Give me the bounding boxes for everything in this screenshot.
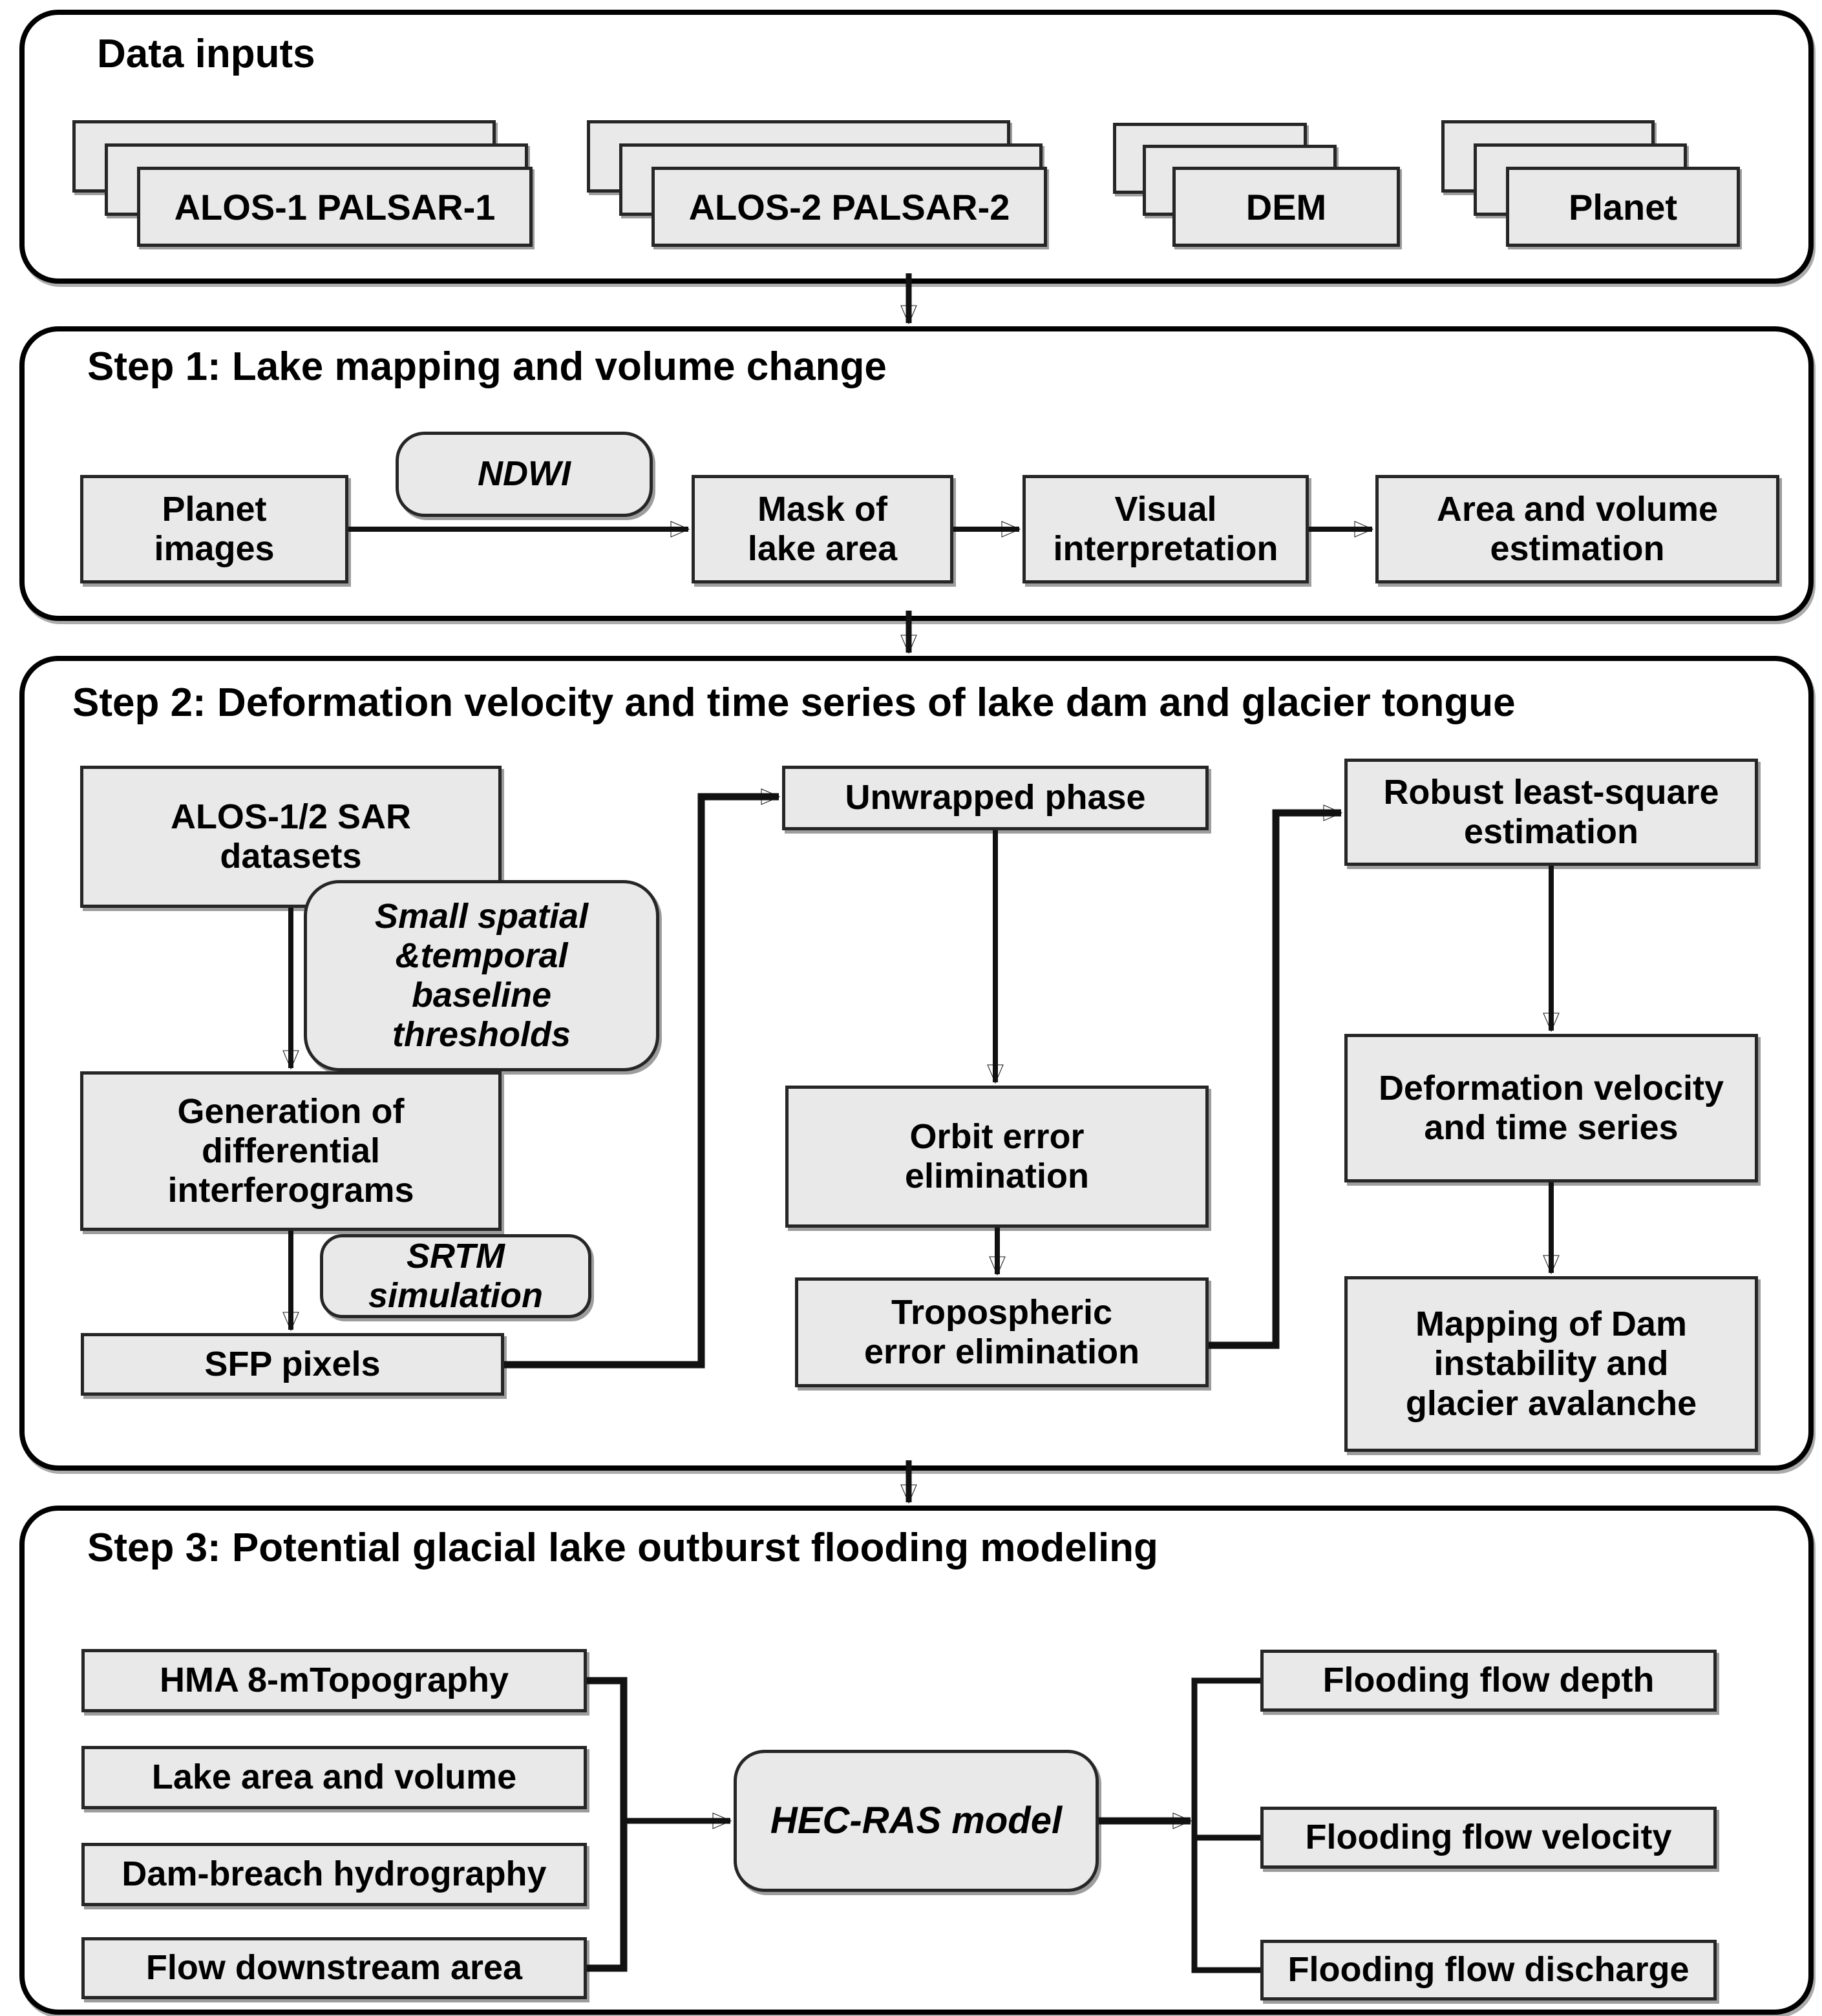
stack-card-label: ALOS-1 PALSAR-1 — [137, 167, 533, 247]
section-title-data-inputs: Data inputs — [97, 32, 315, 76]
node-area-and-volume-estimation: Area and volume estimation — [1375, 475, 1779, 583]
node-flooding-flow-depth: Flooding flow depth — [1260, 1650, 1717, 1712]
node-mask-of-lake-area: Mask of lake area — [692, 475, 953, 583]
node-ndwi-annotation: NDWI — [396, 432, 653, 517]
node-flooding-flow-discharge: Flooding flow discharge — [1260, 1940, 1717, 2000]
node-unwrapped-phase: Unwrapped phase — [782, 766, 1209, 830]
node-planet-images: Planet images — [80, 475, 348, 583]
node-visual-interpretation: Visual interpretation — [1022, 475, 1309, 583]
node-sfp-pixels: SFP pixels — [81, 1333, 504, 1396]
node-tropospheric-error-elimination: Tropospheric error elimination — [795, 1277, 1209, 1387]
node-hma-topography: HMA 8-mTopography — [81, 1649, 587, 1712]
stack-card-label: ALOS-2 PALSAR-2 — [651, 167, 1047, 247]
node-differential-interferograms: Generation of differential interferogram… — [80, 1071, 502, 1231]
node-orbit-error-elimination: Orbit error elimination — [785, 1086, 1209, 1228]
section-title-step1: Step 1: Lake mapping and volume change — [87, 344, 887, 389]
node-mapping-dam-instability: Mapping of Dam instability and glacier a… — [1344, 1276, 1758, 1452]
input-stack-alos2-palsar2: ALOS-2 PALSAR-2 — [587, 120, 1047, 247]
node-flooding-flow-velocity: Flooding flow velocity — [1260, 1807, 1717, 1869]
node-baseline-thresholds-annotation: Small spatial &temporal baseline thresho… — [304, 880, 659, 1071]
node-robust-least-square-estimation: Robust least-square estimation — [1344, 759, 1758, 866]
node-flow-downstream-area: Flow downstream area — [81, 1937, 587, 1999]
node-dam-breach-hydrography: Dam-breach hydrography — [81, 1843, 587, 1906]
input-stack-alos1-palsar1: ALOS-1 PALSAR-1 — [72, 120, 533, 247]
node-hec-ras-model: HEC-RAS model — [734, 1750, 1099, 1892]
input-stack-planet: Planet — [1441, 120, 1740, 247]
stack-card-label: Planet — [1506, 167, 1740, 247]
stack-card-label: DEM — [1172, 167, 1400, 247]
node-lake-area-and-volume: Lake area and volume — [81, 1746, 587, 1809]
input-stack-dem: DEM — [1113, 123, 1400, 247]
node-srtm-simulation-annotation: SRTM simulation — [320, 1234, 591, 1318]
section-title-step3: Step 3: Potential glacial lake outburst … — [87, 1526, 1158, 1570]
section-title-step2: Step 2: Deformation velocity and time se… — [72, 680, 1516, 725]
node-deformation-velocity-time-series: Deformation velocity and time series — [1344, 1034, 1758, 1182]
